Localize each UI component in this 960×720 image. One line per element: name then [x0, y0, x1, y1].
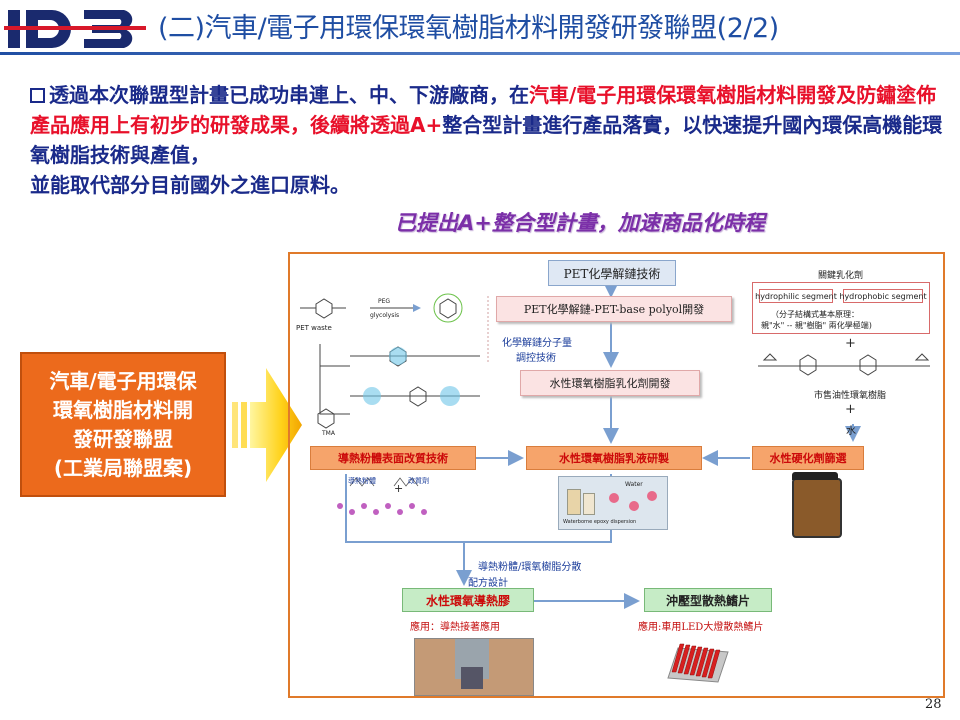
alliance-line3: 發研發聯盟: [73, 426, 173, 451]
principle-line2: 親"水" -- 親"樹脂" 兩化學極端): [761, 321, 872, 330]
process-diagram: PET化學解鏈技術 PET化學解鏈-PET-base polyol開發 化學解鏈…: [288, 252, 945, 698]
plus-sign-3: +: [394, 482, 404, 495]
water-label: 水: [846, 426, 856, 437]
glycolysis-label: glycolysis: [370, 312, 400, 319]
emulsifier-structure: hydrophilic segment hydrophobic segment …: [752, 282, 930, 334]
modifier-label: 改質劑: [408, 477, 429, 485]
particle-icon: [609, 493, 619, 503]
emulsion-image: Water Waterborne epoxy dispersion: [558, 476, 668, 530]
para-part4: 整合型計畫進行產品落實，以快速提升國內環保高機能環氧樹脂技術與產值，: [30, 113, 943, 167]
thermal-glue-photo: [414, 638, 534, 696]
subtitle: 已提出A+整合型計畫，加速商品化時程: [395, 211, 765, 235]
diagram-connectors: [300, 282, 930, 609]
id3-logo: [4, 6, 146, 52]
application-2: 應用:車用LED大燈散熱鰭片: [638, 622, 764, 633]
para-part3: A+: [410, 113, 443, 137]
pet-waste-label: PET waste: [296, 324, 332, 332]
hydrophobic-segment: hydrophobic segment: [839, 289, 927, 303]
principle-line1: （分子結構式基本原理：: [771, 310, 859, 319]
jar-lid: [792, 472, 838, 480]
vial-icon: [567, 489, 581, 515]
checkbox-bullet-icon: [30, 88, 45, 103]
alliance-line4: (工業局聯盟案): [53, 455, 193, 480]
pet-tech-box: PET化學解鏈技術: [548, 260, 676, 286]
commercial-resin-label: 市售油性環氧樹脂: [814, 391, 887, 401]
hardener-box: 水性硬化劑篩選: [752, 446, 864, 470]
para-part2: 汽車/電子用環保環氧樹脂材料開發及防鏽塗佈產品應用上有初步的研發成果，後續將透過: [30, 83, 937, 137]
right-arrow-icon: [232, 368, 302, 482]
hardener-jar-image: [792, 472, 842, 538]
key-emulsifier-label: 關鍵乳化劑: [818, 271, 864, 281]
emulsion-dev-box: 水性環氧樹脂乳液研製: [526, 446, 702, 470]
particle-icon: [629, 501, 639, 511]
heat-fin-box: 沖壓型散熱鰭片: [644, 588, 772, 612]
page-number: 28: [925, 697, 942, 712]
dispersion-line2: 配方設計: [468, 578, 508, 589]
header-divider: [0, 52, 960, 55]
page-title: (二)汽車/電子用環保環氧樹脂材料開發研發聯盟(2/2): [158, 13, 779, 44]
powder-label: 導熱粉體: [348, 477, 376, 485]
plus-sign-2: +: [845, 402, 856, 417]
pet-polyol-box: PET化學解鏈-PET-base polyol開發: [496, 296, 732, 322]
dispenser-nozzle: [461, 667, 483, 689]
hydrophilic-segment: hydrophilic segment: [755, 289, 837, 303]
surface-mod-box: 導熱粉體表面改質技術: [310, 446, 476, 470]
heat-fin-image: [667, 643, 729, 683]
para-part5: 並能取代部分目前國外之進口原料。: [30, 173, 350, 197]
summary-paragraph: 透過本次聯盟型計畫已成功串連上、中、下游廠商，在汽車/電子用環保環氧樹脂材料開發…: [30, 80, 945, 200]
water-caption: Water: [625, 481, 643, 488]
mol-control-line2: 調控技術: [516, 353, 556, 364]
thermal-glue-box: 水性環氧導熱膠: [402, 588, 534, 612]
vial-icon: [583, 493, 595, 515]
alliance-line1: 汽車/電子用環保: [49, 368, 197, 393]
dispersion-caption: Waterborne epoxy dispersion: [563, 519, 637, 525]
alliance-line2: 環氧樹脂材料開: [53, 397, 193, 422]
alliance-box: 汽車/電子用環保 環氧樹脂材料開 發研發聯盟 (工業局聯盟案): [20, 352, 226, 497]
tma-label: TMA: [322, 430, 335, 437]
emulsifier-dev-box: 水性環氧樹脂乳化劑開發: [520, 370, 700, 396]
application-1: 應用：導熱接著應用: [410, 622, 500, 633]
particle-icon: [647, 491, 657, 501]
plus-sign-1: +: [845, 336, 856, 351]
mol-control-line1: 化學解鏈分子量: [502, 338, 572, 349]
para-part1: 透過本次聯盟型計畫已成功串連上、中、下游廠商，在: [49, 83, 529, 107]
dispersion-line1: 導熱粉體/環氧樹脂分散: [478, 562, 582, 573]
peg-label: PEG: [378, 298, 391, 305]
